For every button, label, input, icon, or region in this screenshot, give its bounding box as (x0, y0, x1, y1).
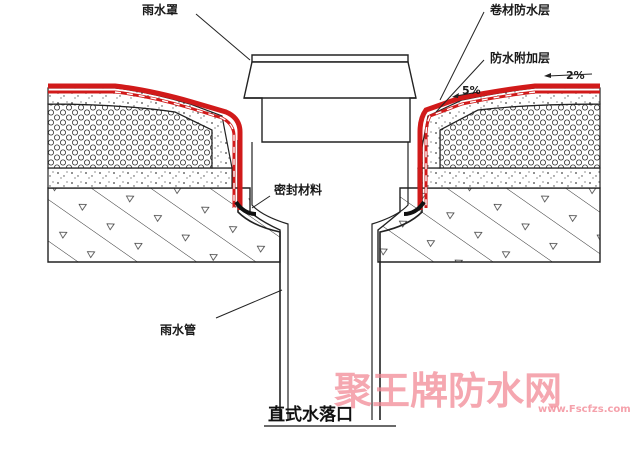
leader-lines (195, 11, 485, 319)
watermark-url: www.Fscfzs.com (538, 404, 631, 415)
label-sealant: 密封材料 (274, 182, 322, 197)
membrane-layers (48, 83, 600, 210)
diagram-title: 直式水落口 (268, 404, 353, 425)
label-slope-right: 2% (566, 69, 585, 82)
drain-body (237, 97, 423, 420)
screed-layer (47, 167, 601, 189)
label-additional-layer: 防水附加层 (490, 50, 550, 65)
rain-cover (243, 54, 417, 99)
watermark-text: 聚王牌防水网 (333, 369, 562, 413)
slope-arrows (452, 73, 593, 98)
label-rain-cover: 雨水罩 (142, 2, 178, 17)
label-rain-pipe: 雨水管 (160, 322, 196, 337)
sealant-material (234, 200, 426, 216)
label-membrane-layer: 卷材防水层 (489, 2, 550, 17)
watermark: 聚王牌防水网 www.Fscfzs.com (333, 369, 631, 415)
insulation-layer (47, 103, 601, 169)
label-slope-left: 5% (462, 84, 481, 97)
structural-slab (47, 187, 601, 263)
